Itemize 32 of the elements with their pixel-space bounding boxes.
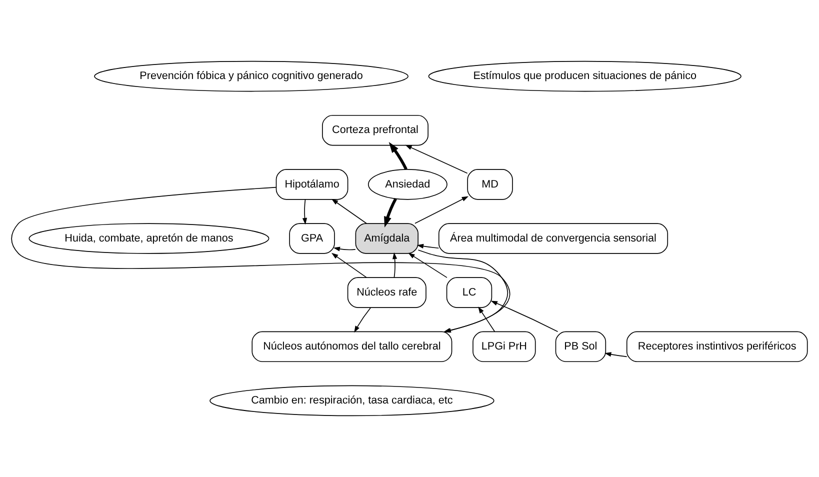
node-box: LC bbox=[446, 277, 492, 308]
arrow bbox=[490, 300, 558, 332]
node-box: LPGi PrH bbox=[472, 331, 536, 362]
node-box: Núcleos autónomos del tallo cerebral bbox=[252, 331, 452, 362]
arrow bbox=[414, 196, 469, 224]
node-box: Área multimodal de convergencia sensorial bbox=[438, 223, 668, 254]
arrow bbox=[408, 252, 448, 278]
arrow bbox=[405, 144, 468, 174]
node-ellipse: Huida, combate, apretón de manos bbox=[28, 223, 270, 254]
arrow bbox=[388, 142, 408, 170]
arrow bbox=[354, 307, 371, 333]
node-box: Amígdala bbox=[355, 223, 418, 254]
node-box: Hipotálamo bbox=[276, 169, 348, 200]
node-box: MD bbox=[467, 169, 513, 200]
node-ellipse: Cambio en: respiración, tasa cardiaca, etc bbox=[210, 385, 494, 416]
node-box: Receptores instintivos periféricos bbox=[626, 331, 808, 362]
node-ellipse: Estímulos que producen situaciones de pánico bbox=[428, 60, 742, 92]
arrow bbox=[416, 244, 440, 249]
arrow bbox=[478, 306, 496, 332]
node-box: PB Sol bbox=[555, 331, 606, 362]
node-ellipse: Ansiedad bbox=[368, 169, 448, 200]
arrow bbox=[333, 246, 356, 252]
arrow bbox=[302, 199, 308, 225]
node-box: Corteza prefrontal bbox=[322, 114, 428, 146]
arrow bbox=[384, 198, 397, 228]
arrow bbox=[604, 352, 628, 358]
arrow bbox=[331, 198, 367, 224]
node-box: GPA bbox=[289, 223, 335, 254]
node-box: Núcleos rafe bbox=[347, 277, 426, 308]
node-ellipse: Prevención fóbica y pánico cognitivo generado bbox=[94, 60, 408, 92]
arrow bbox=[392, 252, 398, 278]
arrow bbox=[331, 252, 367, 278]
